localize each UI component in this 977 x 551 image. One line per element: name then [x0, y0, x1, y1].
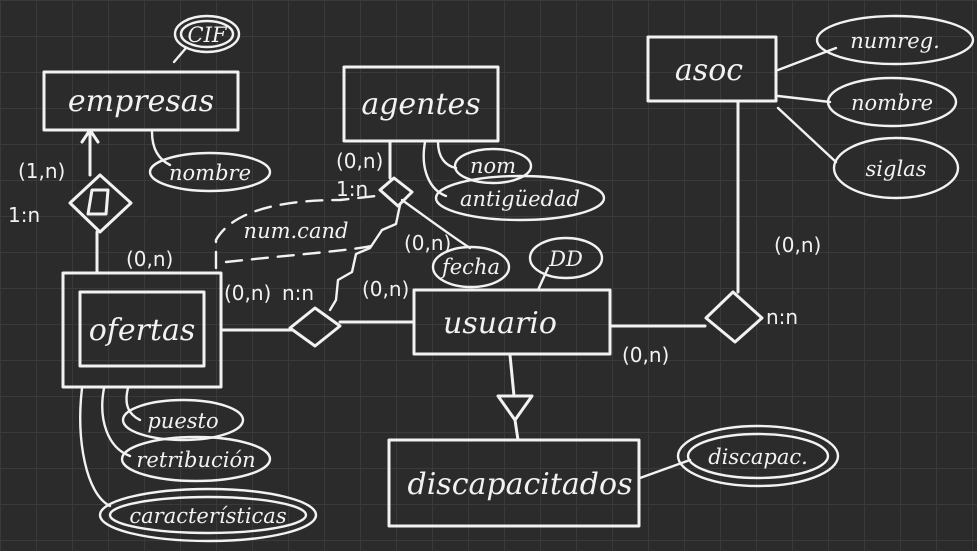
card-usuario-0n: (0,n) — [362, 277, 409, 301]
attribute-nombre-empresa-label: nombre — [169, 161, 251, 185]
entity-agentes-label: agentes — [361, 87, 480, 122]
entity-ofertas-outer-box — [61, 271, 223, 389]
attribute-nombre-asoc-label: nombre — [851, 91, 933, 115]
line-nom — [436, 140, 458, 170]
attribute-retribucion-label: retribución — [136, 448, 255, 472]
line-isa-discapacitados — [513, 418, 520, 442]
entity-asoc-label: asoc — [675, 53, 743, 88]
card-empresas-rel: 1:n — [8, 203, 40, 227]
card-ofertas-0n-b: (0,n) — [224, 281, 271, 305]
card-ofertas-0n: (0,n) — [126, 247, 173, 271]
relationship-usuario-asoc — [704, 290, 764, 344]
attribute-siglas — [832, 136, 960, 200]
card-asoc-0n: (0,n) — [774, 233, 821, 257]
line-cif — [172, 46, 188, 64]
attribute-discapac-label: discapac. — [708, 445, 808, 469]
attributes: CIF nombre nom antigüedad numreg. nombre… — [98, 14, 975, 543]
entity-asoc-box — [646, 35, 778, 103]
relationships — [68, 173, 764, 348]
attribute-cif — [173, 14, 241, 54]
relationship-agentes — [378, 176, 414, 208]
line-dd — [536, 266, 550, 292]
attribute-caracteristicas-label: características — [129, 504, 286, 528]
entity-empresas: empresas — [42, 70, 240, 132]
attribute-cif-inner — [179, 19, 235, 49]
card-agentes-0n-b: (0,n) — [404, 231, 451, 255]
entity-ofertas: ofertas — [61, 271, 223, 389]
line-nombre-asoc — [776, 94, 832, 104]
attribute-puesto-label: puesto — [147, 409, 218, 433]
attribute-cif-label: CIF — [188, 23, 228, 47]
entity-empresas-label: empresas — [68, 84, 214, 119]
attribute-numreg — [815, 14, 975, 66]
connectors — [79, 46, 838, 508]
card-agentes-rel: 1:n — [336, 177, 368, 201]
attribute-discapac — [676, 424, 840, 488]
attribute-discapac-inner — [686, 432, 830, 480]
attribute-num-cand-label: num.cand — [244, 219, 349, 243]
attribute-retribucion — [120, 435, 272, 483]
attribute-antiguedad-label: antigüedad — [460, 187, 580, 211]
attribute-siglas-label: siglas — [866, 157, 927, 181]
entity-ofertas-label: ofertas — [89, 313, 196, 348]
relationship-empresas-ofertas — [68, 173, 133, 234]
entity-discapacitados-label: discapacitados — [408, 467, 633, 502]
entity-empresas-box — [42, 70, 240, 132]
entity-usuario-box — [412, 288, 612, 356]
card-asoc-rel: n:n — [766, 305, 798, 329]
attribute-puesto — [121, 398, 245, 442]
relationship-empresas-ofertas-inner — [86, 188, 110, 216]
entity-discapacitados-box — [387, 438, 641, 528]
entity-agentes-box — [342, 65, 500, 143]
card-usuario-0n-b: (0,n) — [622, 343, 669, 367]
card-empresas-1n: (1,n) — [18, 159, 65, 183]
attribute-nombre-empresa — [148, 151, 272, 193]
line-puesto — [125, 386, 142, 422]
line-rel-fecha — [400, 198, 472, 250]
line-usuario-isa — [508, 353, 516, 398]
line-siglas — [776, 106, 838, 164]
attribute-fecha-label: fecha — [440, 255, 500, 279]
entity-usuario: usuario — [412, 288, 612, 356]
entity-discapacitados: discapacitados — [387, 438, 641, 528]
entity-agentes: agentes — [342, 65, 500, 143]
attribute-dd — [528, 236, 604, 280]
entity-usuario-label: usuario — [443, 306, 557, 341]
isa-triangle — [496, 394, 534, 422]
attribute-antiguedad — [434, 174, 606, 222]
card-of-us-rel: n:n — [282, 281, 314, 305]
line-rel-agentes-path — [328, 203, 402, 312]
line-antiguedad — [422, 140, 448, 198]
attribute-nom — [453, 147, 533, 185]
relationship-ofertas-usuario — [288, 306, 342, 348]
entity-ofertas-inner-box — [78, 290, 206, 368]
attribute-fecha — [431, 245, 511, 289]
attribute-dd-label: DD — [548, 247, 583, 271]
cardinalities: (1,n) 1:n (0,n) (0,n) 1:n (0,n) (0,n) n:… — [8, 149, 821, 367]
attribute-numreg-label: numreg. — [850, 29, 940, 53]
entity-asoc: asoc — [646, 35, 778, 103]
attribute-nombre-asoc — [826, 76, 958, 128]
line-discapac — [638, 458, 692, 480]
line-caracteristicas — [79, 386, 112, 508]
card-agentes-0n: (0,n) — [336, 149, 383, 173]
attribute-nom-label: nom — [470, 154, 516, 178]
attribute-caracteristicas-inner — [108, 495, 308, 535]
line-nombre-empresa — [150, 130, 172, 167]
attribute-caracteristicas — [98, 487, 318, 543]
dashed-aggregation-top — [214, 194, 378, 270]
